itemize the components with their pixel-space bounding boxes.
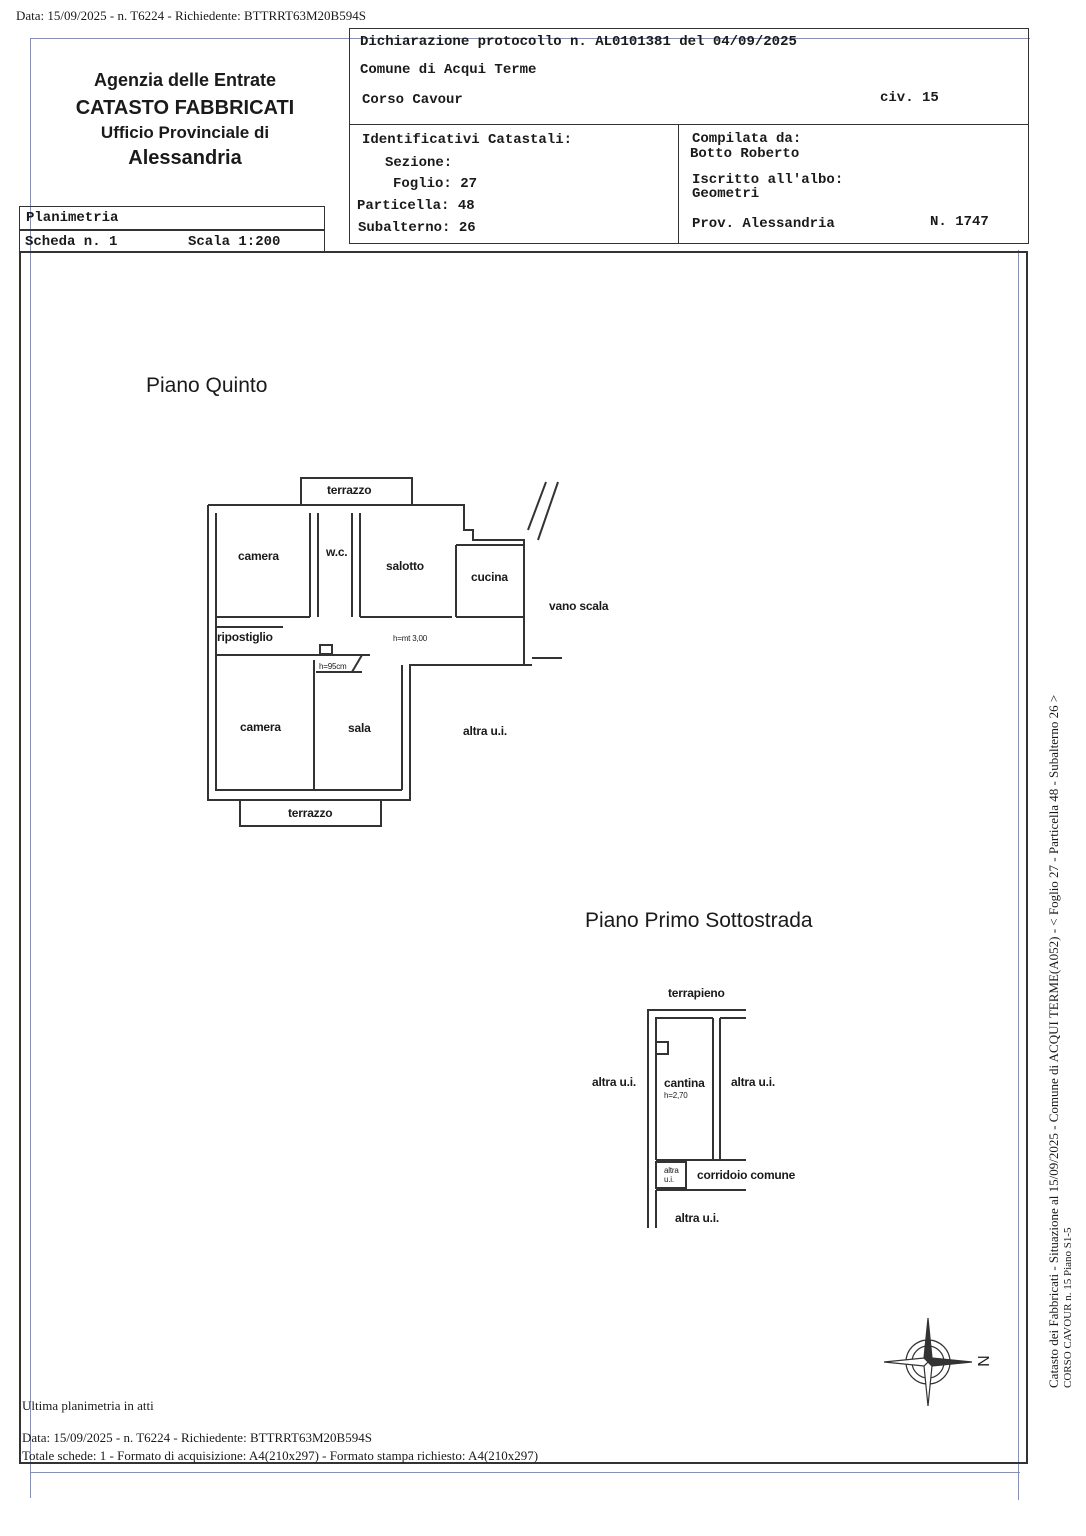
room-altra-ui: altra u.i. <box>463 724 508 738</box>
declaration-protocol: Dichiarazione protocollo n. AL0101381 de… <box>360 34 797 50</box>
office-label: Ufficio Provinciale di <box>100 123 270 142</box>
crop-line-right <box>1018 250 1019 1500</box>
compiled-province: Prov. Alessandria <box>692 216 835 232</box>
agency-block: Agenzia delle Entrate CATASTO FABBRICATI… <box>40 66 330 172</box>
room-corridoio: corridoio comune <box>697 1168 796 1182</box>
floor1-plan-walls <box>207 477 562 827</box>
room-altra-bottom: altra u.i. <box>675 1211 720 1225</box>
drawing-frame <box>19 251 1028 1464</box>
identifiers-title: Identificativi Catastali: <box>362 132 573 148</box>
cantina-height: h=2,70 <box>664 1091 688 1100</box>
planimetria-scala: Scala 1:200 <box>188 234 281 250</box>
floor1-h95: h=95cm <box>319 662 347 671</box>
floor2-plan-walls <box>647 1009 746 1228</box>
catasto-title: CATASTO FABBRICATI <box>75 97 295 119</box>
declaration-comune: Comune di Acqui Terme <box>360 62 537 78</box>
compiled-number: N. 1747 <box>930 214 989 230</box>
planimetria-divider <box>19 229 325 231</box>
room-altra-left: altra u.i. <box>592 1075 637 1089</box>
albo-value: Geometri <box>692 186 760 202</box>
identifiers-sezione: Sezione: <box>385 155 453 171</box>
identifiers-foglio: Foglio: 27 <box>393 176 478 192</box>
room-cantina: cantina <box>664 1076 705 1090</box>
floor1-height: h=mt 3,00 <box>393 634 428 643</box>
compiled-name: Botto Roberto <box>690 146 800 162</box>
compiled-box <box>678 124 1029 244</box>
planimetria-title: Planimetria <box>26 210 119 226</box>
room-terrapieno: terrapieno <box>668 986 725 1000</box>
side-situation-text: Catasto dei Fabbricati - Situazione al 1… <box>1046 694 1061 1388</box>
room-vano-scala: vano scala <box>549 599 609 613</box>
room-wc: w.c. <box>326 545 348 559</box>
crop-line-left <box>30 38 31 1498</box>
albo-label: Iscritto all'albo: <box>692 172 844 188</box>
floor1-title: Piano Quinto <box>146 374 268 397</box>
room-altra-small: altra u.i. <box>664 1166 679 1184</box>
room-sala: sala <box>348 721 371 735</box>
room-camera-1: camera <box>238 549 279 563</box>
room-terrazzo-top: terrazzo <box>327 483 372 497</box>
room-terrazzo-bottom: terrazzo <box>288 806 333 820</box>
room-salotto: salotto <box>386 559 424 573</box>
compass-rose-icon <box>883 1317 973 1407</box>
room-camera-2: camera <box>240 720 281 734</box>
crop-line-bottom <box>30 1472 1020 1473</box>
room-ripostiglio: ripostiglio <box>217 630 273 644</box>
north-label: N <box>973 1355 991 1367</box>
declaration-address: Corso Cavour <box>362 92 463 108</box>
room-altra-right: altra u.i. <box>731 1075 776 1089</box>
footer-totale: Totale schede: 1 - Formato di acquisizio… <box>22 1448 539 1463</box>
agency-name: Agenzia delle Entrate <box>93 70 277 90</box>
identifiers-subalterno: Subalterno: 26 <box>358 220 476 236</box>
declaration-civic: civ. 15 <box>880 90 939 106</box>
planimetria-scheda: Scheda n. 1 <box>25 234 118 250</box>
compiled-label: Compilata da: <box>692 131 802 147</box>
footer-request-line: Data: 15/09/2025 - n. T6224 - Richiedent… <box>22 1430 372 1445</box>
side-address-text: CORSO CAVOUR n. 15 Piano S1-5 <box>1062 1227 1074 1388</box>
floor2-title: Piano Primo Sottostrada <box>585 909 813 932</box>
footer-last-plan: Ultima planimetria in atti <box>22 1398 154 1413</box>
identifiers-particella: Particella: 48 <box>357 198 475 214</box>
header-request-line: Data: 15/09/2025 - n. T6224 - Richiedent… <box>16 8 366 23</box>
room-cucina: cucina <box>471 570 508 584</box>
office-province: Alessandria <box>128 147 242 169</box>
crop-line-top <box>30 38 1030 39</box>
